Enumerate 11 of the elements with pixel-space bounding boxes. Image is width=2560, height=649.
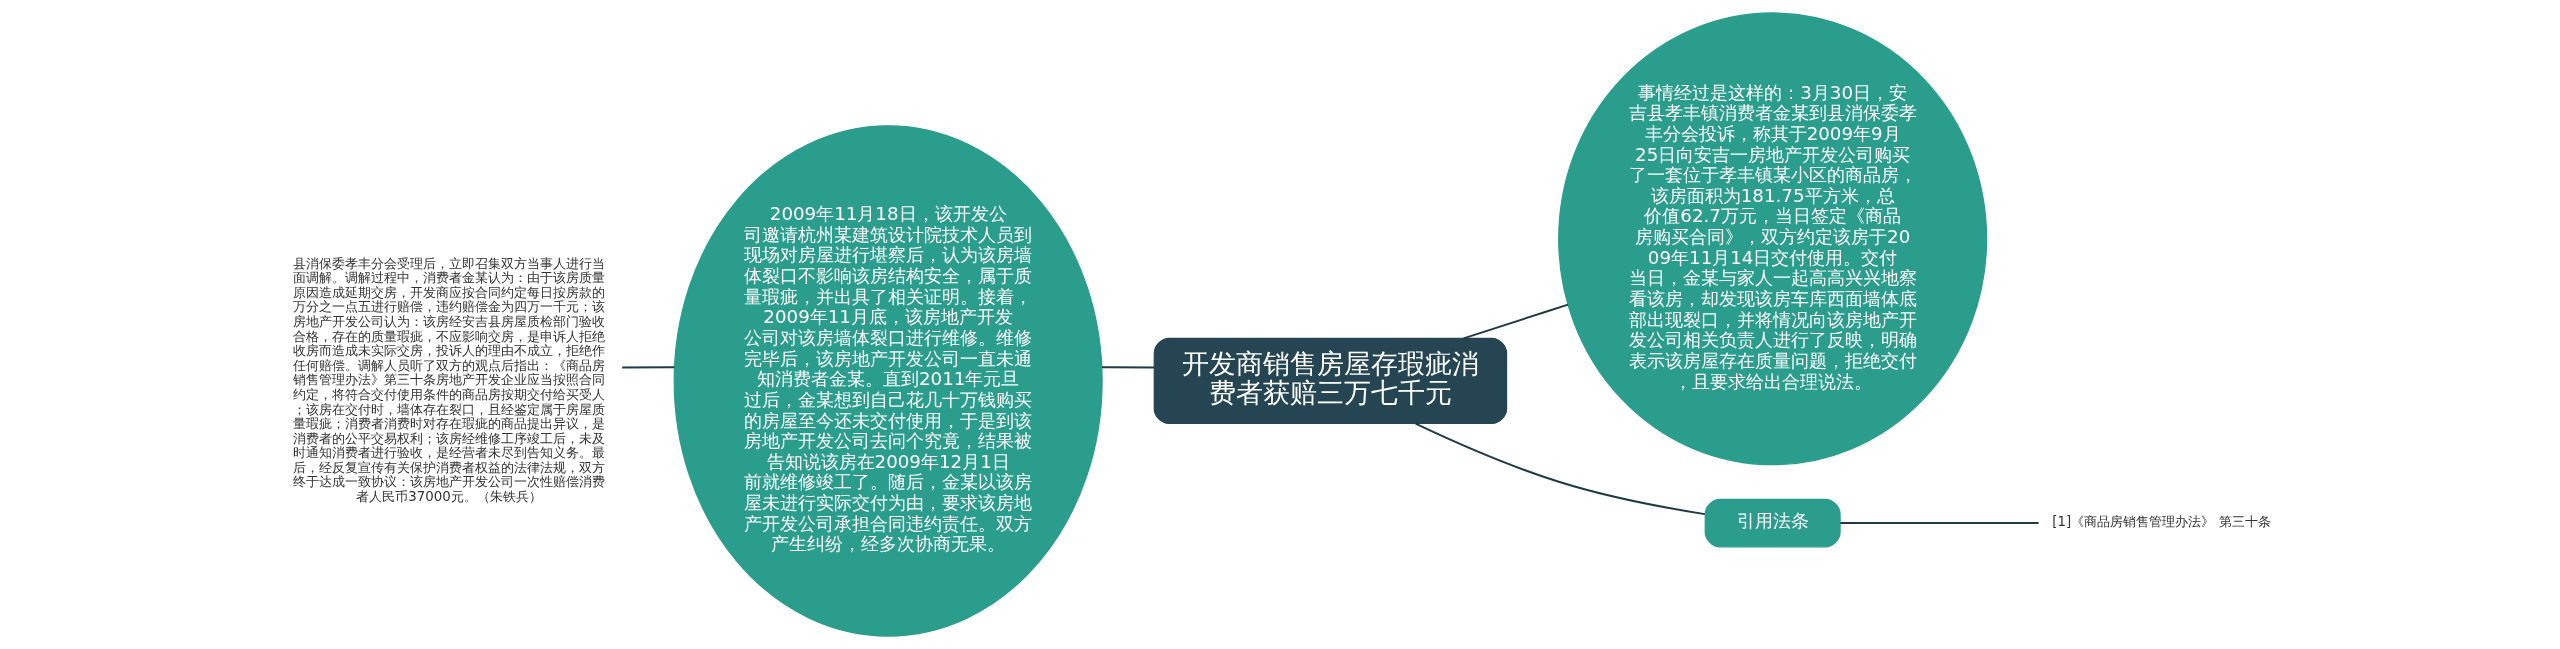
node-box: 开发商销售房屋存瑕疵消费者获赔三万七千元 xyxy=(1153,337,1508,425)
node-text: [1]《商品房销售管理办法》 第三十条 xyxy=(2052,514,2271,530)
connector xyxy=(1100,366,1155,369)
connector xyxy=(621,366,676,369)
node-circle: 事情经过是这样的：3月30日，安吉县孝丰镇消费者金某到县消保委孝丰分会投诉，称其于2009年9月25日向安吉一房地产开发公司购买了一套位于孝丰镇某小区的商品房，该房面积为181.75平方米，总价值62.7万元，当日签定《商品房购买合同》，双方约定该房于2009年11月14日交付使用。交付当日，金某与家人一起高高兴兴地察看该房，却发现该房车库西面墙体底部出现裂口，并将情况向该房地产开发公司相关负责人进行了反映，明确表示该房屋存在质量问题，拒绝交付，且要求给出合理说法。 xyxy=(1558,12,1988,466)
connector xyxy=(1414,422,1706,516)
connector xyxy=(1839,522,2040,525)
node-box: 引用法条 xyxy=(1704,498,1841,548)
node-ellipse: 2009年11月18日，该开发公司邀请杭州某建筑设计院技术人员到现场对房屋进行堪察后，认为该房墙体裂口不影响该房结构安全，属于质量瑕疵，并出具了相关证明。接着，2009年11月底，该房地产开发公司对该房墙体裂口进行维修。维修完毕后，该房地产开发公司一直未通知消费者金某。直到2011年元旦过后，金某想到自己花几十万钱购买的房屋至今还未交付使用，于是到该房地产开发公司去问个究竟，结果被告知说该房在2009年12月1日前就维修竣工了。随后，金某以该房屋未进行实际交付为由，要求该房地产开发公司承担合同违约责任。双方产生纠纷，经多次协商无果。 xyxy=(673,125,1103,637)
node-text: 县消保委孝丰分会受理后，立即召集双方当事人进行当面调解。调解过程中，消费者金某认为：由于该房质量原因造成延期交房，开发商应按合同约定每日按房款的万分之一点五进行赔偿，违约赔偿金为四万一千元；该房地产开发公司认为：该房经安吉县房屋质检部门验收合格，存在的质量瑕疵，不应影响交房，是申诉人拒绝收房而造成未实际交房，投诉人的理由不成立，拒绝作任何赔偿。调解人员听了双方的观点后指出：《商品房销售管理办法》第三十条房地产开发企业应当按照合同约定，将符合交付使用条件的商品房按期交付给买受人；该房在交付时，墙体存在裂口，且经鉴定属于房屋质量瑕疵；消费者消费时对存在瑕疵的商品提出异议，是消费者的公平交易权利；该房经维修工序竣工后，未及时通知消费者进行验收，是经营者未尽到告知义务。最后，经反复宣传有关保护消费者权益的法律法规，双方终于达成一致协议：该房地产开发公司一次性赔偿消费者人民币37000元。（朱铁兵） xyxy=(292,255,605,504)
connector xyxy=(1462,303,1569,340)
